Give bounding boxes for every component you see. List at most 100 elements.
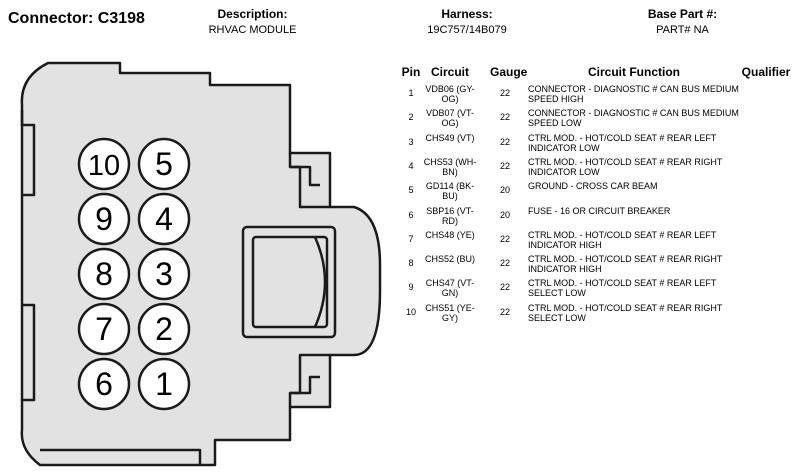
cavity-9: 9 bbox=[77, 192, 131, 246]
cavity-number: 5 bbox=[155, 146, 173, 182]
gauge-cell: 20 bbox=[499, 209, 510, 220]
function-cell: GROUND - CROSS CAR BEAM bbox=[528, 181, 658, 192]
table-row: 3 CHS49 (VT) 22 CTRL MOD. - HOT/COLD SEAT #… bbox=[399, 133, 795, 157]
cavity-circle bbox=[137, 137, 191, 191]
cavity-number: 7 bbox=[95, 311, 113, 347]
pin-cell: 5 bbox=[408, 185, 414, 196]
cavity-3: 3 bbox=[137, 247, 191, 301]
col-header-circuit: Circuit bbox=[430, 65, 469, 79]
col-header-pin: Pin bbox=[401, 65, 421, 79]
cavity-4: 4 bbox=[137, 192, 191, 246]
cavity-circle bbox=[137, 357, 191, 411]
table-header-row: Pin Circuit Gauge Circuit Function Quali… bbox=[399, 65, 795, 89]
pin-cell: 4 bbox=[408, 160, 414, 171]
connector-upper-notch bbox=[290, 165, 320, 187]
cavity-10: 10 bbox=[77, 137, 131, 191]
function-cell: CONNECTOR - DIAGNOSTIC # CAN BUS MEDIUM … bbox=[528, 108, 739, 129]
gauge-cell: 22 bbox=[499, 88, 510, 98]
cavity-6: 6 bbox=[77, 357, 131, 411]
cavity-number: 4 bbox=[155, 201, 173, 237]
pin-cell: 2 bbox=[408, 112, 414, 123]
function-cell: CTRL MOD. - HOT/COLD SEAT # REAR RIGHT I… bbox=[528, 156, 723, 177]
cavity-1: 1 bbox=[137, 357, 191, 411]
cavity-number: 10 bbox=[88, 150, 120, 182]
harness-label: Harness: bbox=[441, 7, 493, 21]
connector-left-lip-lower bbox=[22, 303, 36, 402]
cavity-number: 2 bbox=[155, 311, 173, 347]
col-header-gauge: Gauge bbox=[490, 65, 528, 79]
connector-bottom-step bbox=[40, 448, 202, 465]
gauge-cell: 22 bbox=[499, 258, 510, 269]
table-row: 9 CHS47 (VT-GN) 22 CTRL MOD. - HOT/COLD SEA… bbox=[399, 278, 795, 302]
gauge-cell: 22 bbox=[499, 136, 510, 147]
cavity-8: 8 bbox=[77, 247, 131, 301]
col-header-qualifier: Qualifier bbox=[741, 65, 791, 79]
gauge-cell: 22 bbox=[499, 233, 510, 244]
function-cell: FUSE - 16 OR CIRCUIT BREAKER bbox=[528, 205, 671, 216]
pin-cell: 3 bbox=[408, 136, 414, 147]
cavity-circle bbox=[77, 357, 131, 411]
table-row: 4 CHS53 (WH-BN) 22 CTRL MOD. - HOT/COLD SEA… bbox=[399, 157, 795, 181]
function-cell: CTRL MOD. - HOT/COLD SEAT # REAR LEFT IN… bbox=[528, 132, 717, 153]
cavity-circle bbox=[77, 192, 131, 246]
cavity-7: 7 bbox=[77, 302, 131, 356]
pin-cell: 7 bbox=[408, 233, 414, 244]
table-row: 1 VDB06 (GY-OG) 22 CONNECTOR - DIAGNOSTIC #… bbox=[399, 84, 795, 108]
table-row: 7 CHS48 (YE) 22 CTRL MOD. - HOT/COLD SEAT #… bbox=[399, 230, 795, 254]
pin-cell: 1 bbox=[408, 88, 414, 98]
cavity-2: 2 bbox=[137, 302, 191, 356]
cavity-circle bbox=[77, 137, 131, 191]
cavity-5: 5 bbox=[137, 137, 191, 191]
cavity-number: 8 bbox=[95, 256, 113, 292]
cavity-group: 10 5 9 4 8 3 7 2 6 1 bbox=[77, 137, 191, 411]
circuit-cell: GD114 (BK-BU) bbox=[425, 181, 475, 202]
connector-face-svg: 10 5 9 4 8 3 7 2 6 1 bbox=[20, 61, 382, 467]
pin-cell: 10 bbox=[405, 306, 416, 317]
function-cell: CTRL MOD. - HOT/COLD SEAT # REAR LEFT IN… bbox=[528, 229, 717, 250]
cavity-circle bbox=[137, 192, 191, 246]
circuit-cell: VDB07 (VT-OG) bbox=[425, 108, 474, 129]
connector-latch-edge bbox=[313, 236, 327, 328]
pin-cell: 6 bbox=[408, 209, 414, 220]
circuit-cell: CHS47 (VT-GN) bbox=[425, 278, 475, 299]
circuit-cell: CHS48 (YE) bbox=[425, 229, 475, 240]
table-row: 8 CHS52 (BU) 22 CTRL MOD. - HOT/COLD SEAT #… bbox=[399, 254, 795, 278]
harness-block: Harness: 19C757/14B079 bbox=[412, 6, 522, 38]
circuit-cell: CHS49 (VT) bbox=[425, 132, 475, 143]
cavity-circle bbox=[77, 247, 131, 301]
col-header-function: Circuit Function bbox=[588, 65, 680, 79]
cavity-number: 6 bbox=[95, 366, 113, 402]
base-part-label: Base Part #: bbox=[647, 7, 718, 21]
cavity-number: 9 bbox=[95, 201, 113, 237]
gauge-cell: 20 bbox=[499, 185, 510, 196]
gauge-cell: 22 bbox=[499, 160, 510, 171]
base-part-block: Base Part #: PART# NA bbox=[630, 6, 735, 38]
cavity-number: 3 bbox=[155, 256, 173, 292]
connector-left-lip bbox=[20, 110, 36, 197]
circuit-cell: VDB06 (GY-OG) bbox=[425, 84, 475, 104]
function-cell: CONNECTOR - DIAGNOSTIC # CAN BUS MEDIUM … bbox=[528, 84, 739, 104]
connector-latch-inner bbox=[251, 235, 329, 329]
gauge-cell: 22 bbox=[499, 112, 510, 123]
description-value: RHVAC MODULE bbox=[208, 24, 297, 36]
table-row: 5 GD114 (BK-BU) 20 GROUND - CROSS CAR BEAM bbox=[399, 181, 795, 205]
description-block: Description: RHVAC MODULE bbox=[190, 6, 315, 38]
table-row: 2 VDB07 (VT-OG) 22 CONNECTOR - DIAGNOSTIC #… bbox=[399, 108, 795, 132]
pin-cell: 9 bbox=[408, 282, 414, 293]
harness-value: 19C757/14B079 bbox=[427, 24, 507, 36]
circuit-cell: CHS52 (BU) bbox=[424, 254, 475, 265]
cavity-number: 1 bbox=[155, 366, 173, 402]
cavity-circle bbox=[77, 302, 131, 356]
pin-cell: 8 bbox=[408, 258, 414, 269]
connector-title: Connector: C3198 bbox=[8, 10, 145, 27]
circuit-cell: CHS53 (WH-BN) bbox=[423, 156, 477, 177]
gauge-cell: 22 bbox=[499, 282, 510, 293]
base-part-value: PART# NA bbox=[656, 24, 709, 36]
gauge-cell: 22 bbox=[499, 306, 510, 317]
function-cell: CTRL MOD. - HOT/COLD SEAT # REAR RIGHT I… bbox=[528, 254, 723, 275]
description-label: Description: bbox=[217, 7, 288, 21]
function-cell: CTRL MOD. - HOT/COLD SEAT # REAR RIGHT S… bbox=[528, 302, 723, 323]
function-cell: CTRL MOD. - HOT/COLD SEAT # REAR LEFT SE… bbox=[528, 278, 717, 299]
